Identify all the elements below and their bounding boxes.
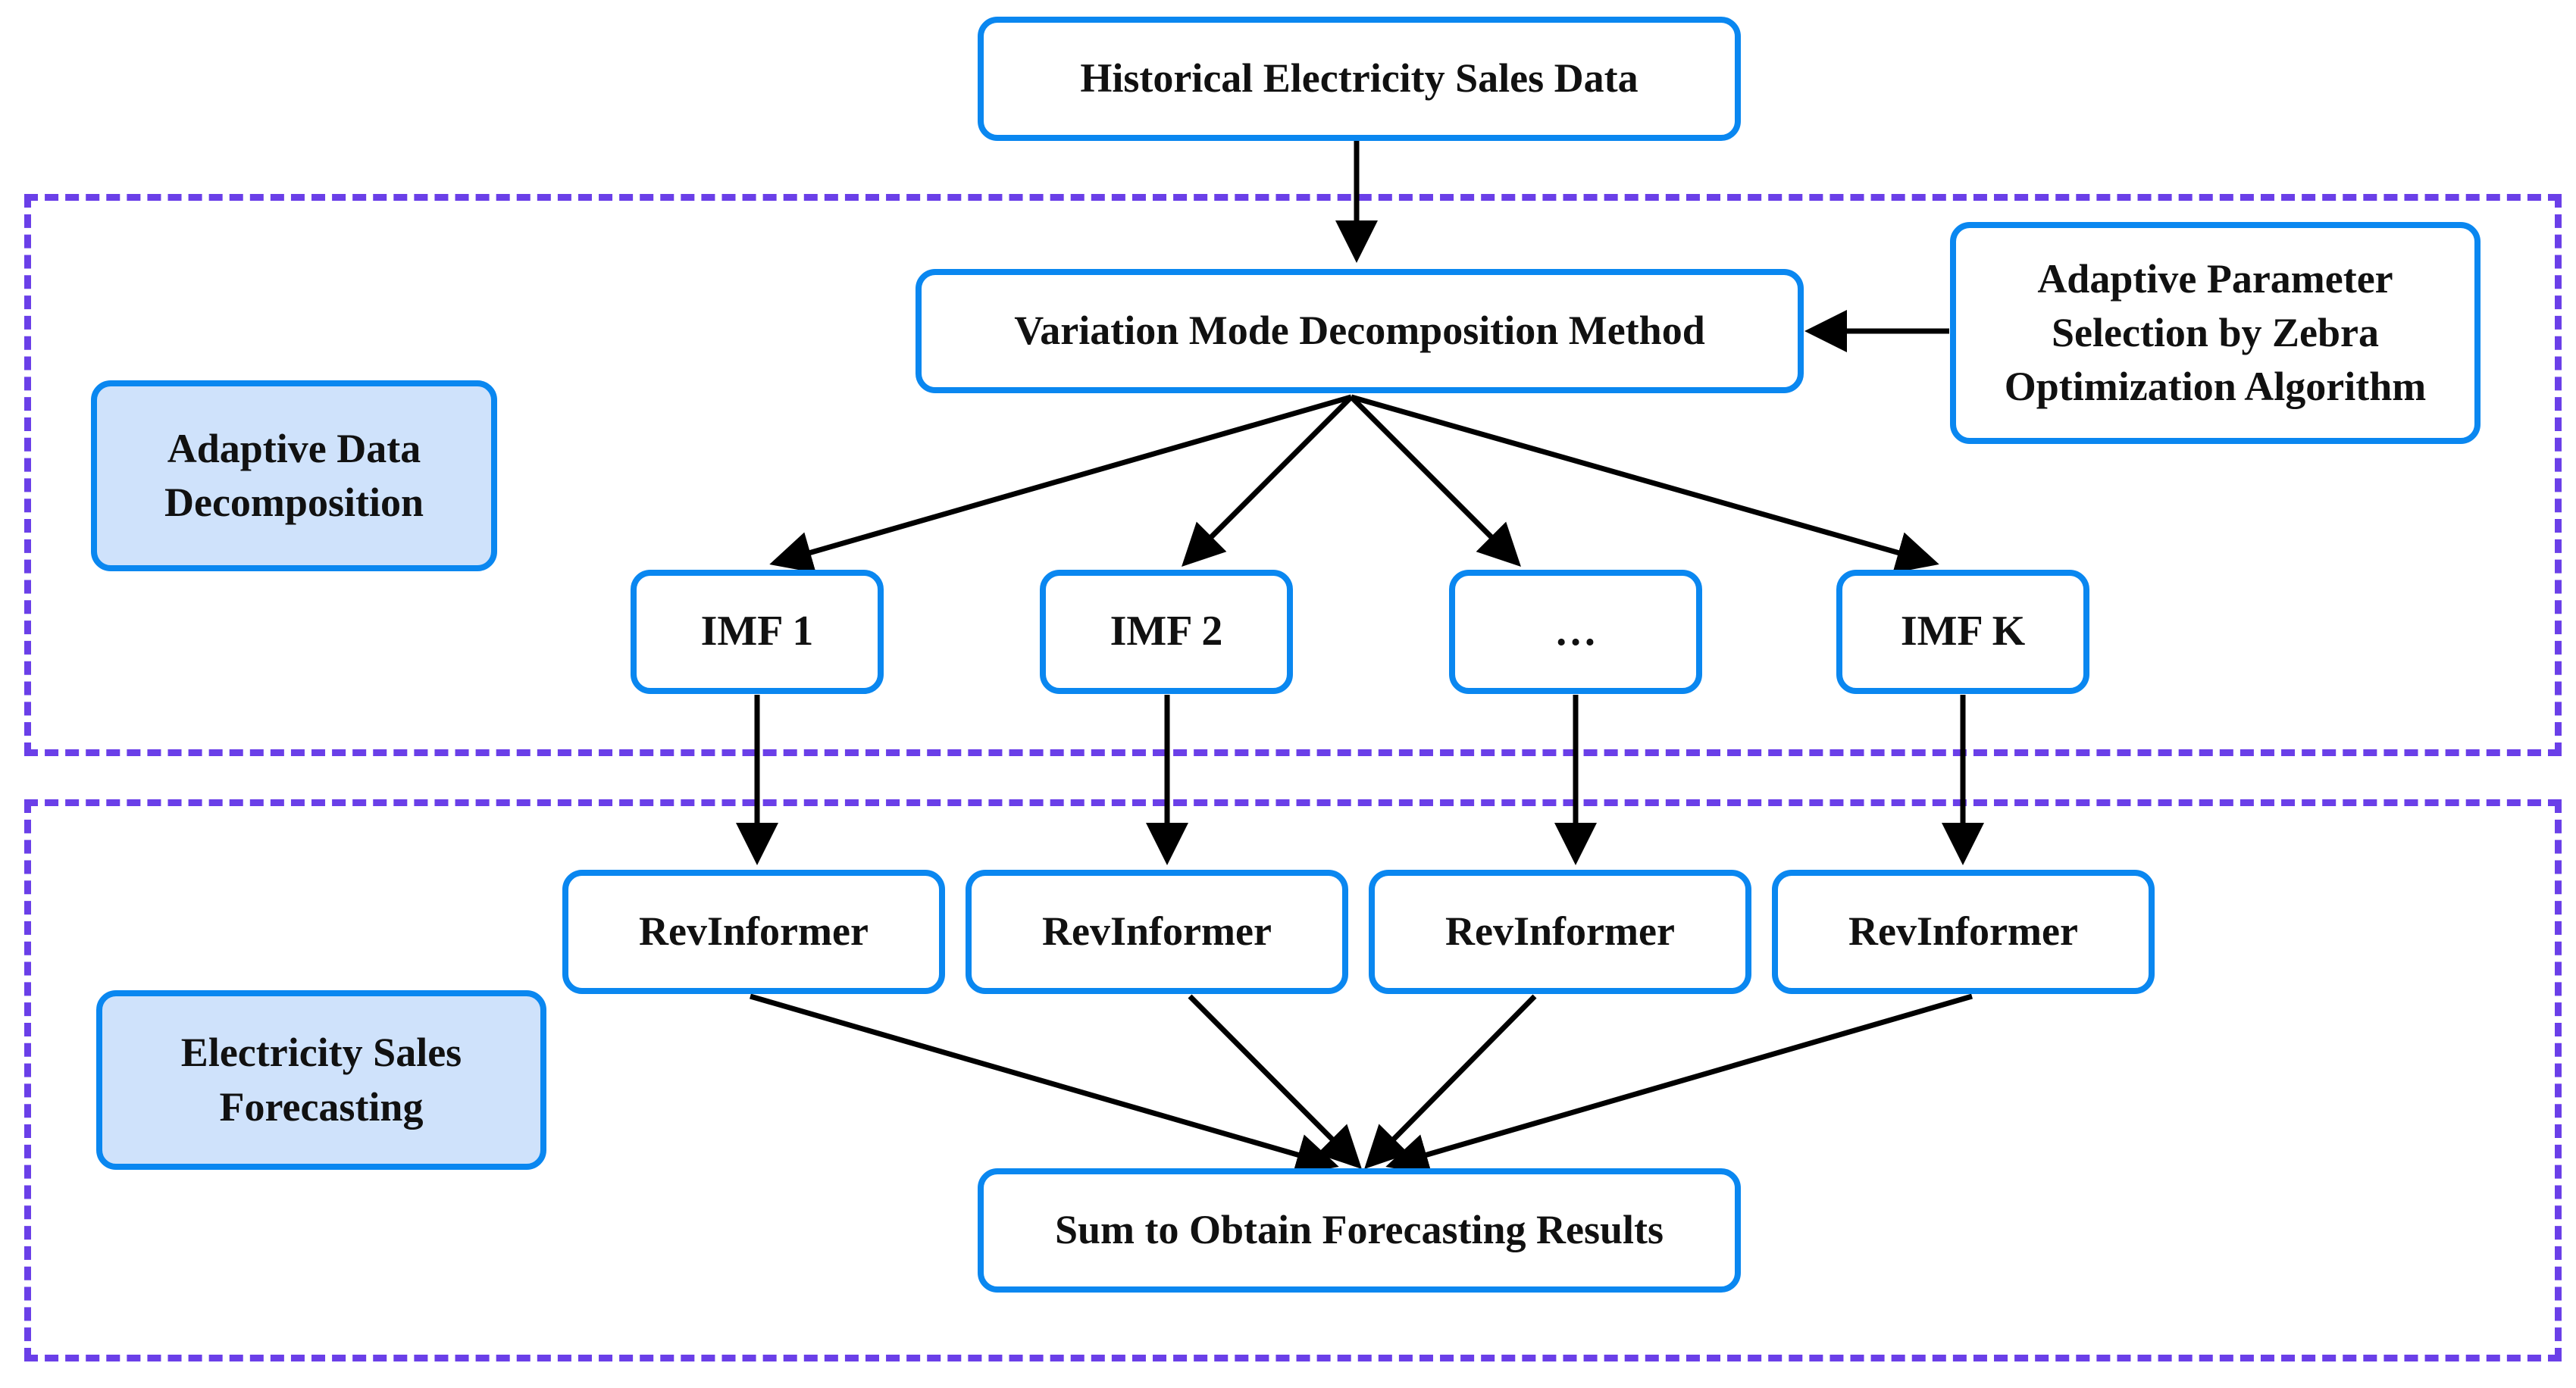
imf-ellipsis-node: … — [1449, 570, 1702, 694]
arrow-vmd-to-imf-dots — [1349, 395, 1521, 567]
imf-k-node: IMF K — [1836, 570, 2089, 694]
arrow-vmd-to-imfk — [1351, 394, 1939, 574]
arrow-rev1-to-sum — [750, 993, 1339, 1176]
revinformer-node-1: RevInformer — [562, 870, 945, 994]
imf-2-node: IMF 2 — [1040, 570, 1293, 694]
forecasting-group — [24, 799, 2562, 1361]
sum-results-node: Sum to Obtain Forecasting Results — [978, 1168, 1741, 1293]
decomposition-group — [24, 194, 2562, 756]
historical-data-node: Historical Electricity Sales Data — [978, 17, 1741, 141]
imf-1-node: IMF 1 — [631, 570, 884, 694]
electricity-sales-forecasting-label: Electricity Sales Forecasting — [96, 990, 546, 1170]
arrow-rev3-to-sum — [1364, 994, 1537, 1169]
arrow-vmd-to-imf2 — [1182, 395, 1354, 567]
revinformer-node-2: RevInformer — [966, 870, 1348, 994]
revinformer-node-4: RevInformer — [1772, 870, 2155, 994]
revinformer-node-3: RevInformer — [1369, 870, 1751, 994]
zoa-node: Adaptive Parameter Selection by Zebra Op… — [1950, 222, 2481, 444]
arrow-rev2-to-sum — [1188, 994, 1362, 1169]
vmd-node: Variation Mode Decomposition Method — [916, 269, 1804, 393]
arrow-vmd-to-imf1 — [769, 394, 1352, 574]
adaptive-data-decomposition-label: Adaptive Data Decomposition — [91, 380, 497, 571]
arrow-rev4-to-sum — [1385, 993, 1973, 1176]
